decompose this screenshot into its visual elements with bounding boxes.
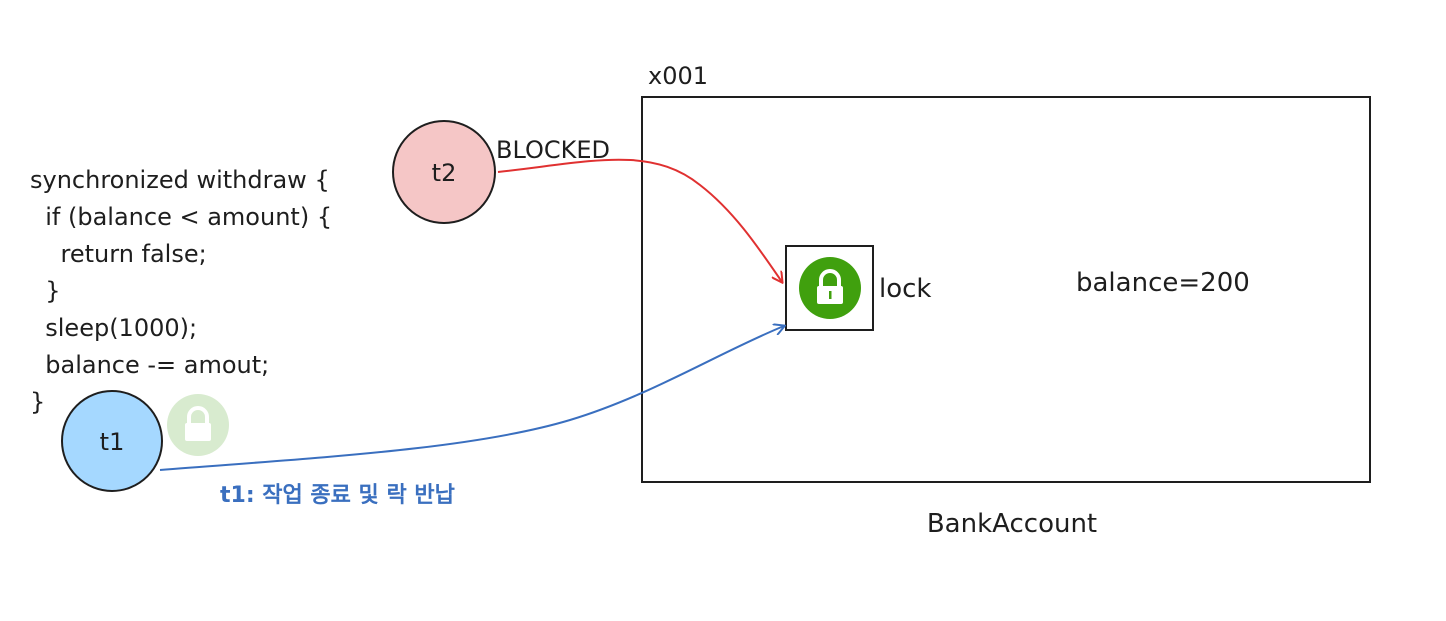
code-line: sleep(1000); (30, 314, 197, 342)
released-lock-icon (167, 394, 229, 456)
object-address: x001 (648, 62, 708, 90)
code-line: return false; (30, 240, 207, 268)
thread-t1-node: t1 (61, 390, 163, 492)
release-note: t1: 작업 종료 및 락 반납 (220, 483, 455, 508)
thread-t1-label: t1 (100, 428, 125, 456)
thread-t2-circle (392, 120, 496, 224)
thread-t1-circle (61, 390, 163, 492)
bank-account-object (641, 96, 1371, 483)
code-line: synchronized withdraw { (30, 166, 330, 194)
t1-release-arrow (159, 326, 784, 471)
balance-field: balance=200 (1076, 268, 1250, 298)
t2-wait-arrow (497, 158, 782, 282)
code-line: } (30, 388, 45, 416)
code-line: if (balance < amount) { (30, 203, 332, 231)
code-line: } (30, 277, 61, 305)
lock-label: lock (879, 274, 931, 304)
thread-t2-node: t2 (392, 120, 496, 224)
code-line: balance -= amout; (30, 351, 269, 379)
class-name: BankAccount (927, 509, 1097, 539)
blocked-label: BLOCKED (496, 136, 610, 164)
thread-t2-label: t2 (432, 159, 457, 187)
code-block: synchronized withdraw { if (balance < am… (30, 166, 332, 416)
padlock-icon (799, 257, 861, 319)
